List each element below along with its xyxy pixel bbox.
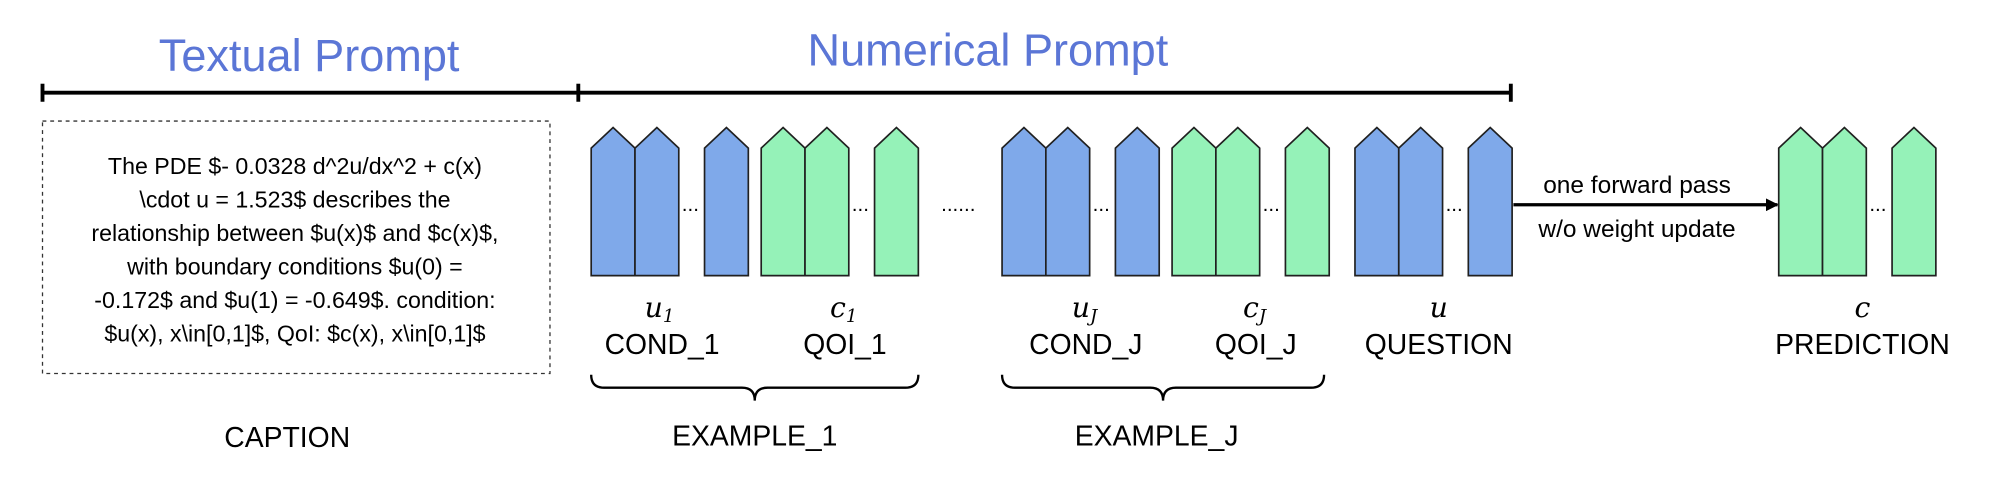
qoi-1-label: QOI_1 bbox=[803, 329, 886, 361]
forward-pass-arrow: one forward pass w/o weight update bbox=[1513, 172, 1779, 243]
qoi-token bbox=[760, 126, 806, 277]
token-ellipsis: ... bbox=[1263, 193, 1280, 216]
token-ellipsis: ... bbox=[1869, 193, 1886, 216]
cond-j-label: COND_J bbox=[1029, 329, 1142, 361]
qoi-token bbox=[1284, 126, 1331, 277]
cond-1-tokens: ... bbox=[590, 126, 750, 277]
qoi-token bbox=[1821, 126, 1868, 277]
caption-label: CAPTION bbox=[224, 422, 350, 454]
token-ellipsis: ... bbox=[1093, 193, 1110, 216]
token-ellipsis: ... bbox=[1446, 193, 1463, 216]
qoi-token bbox=[1891, 126, 1937, 277]
cond-1-label: COND_1 bbox=[605, 329, 720, 361]
qoi-token bbox=[1777, 126, 1824, 277]
caption-line: relationship between $u(x)$ and $c(x)$, bbox=[91, 220, 498, 246]
cond-token bbox=[1114, 126, 1161, 277]
qoi-token bbox=[804, 126, 850, 277]
cond-token bbox=[1397, 126, 1444, 277]
cond-token bbox=[703, 126, 750, 277]
caption-line: $u(x), x\in[0,1]$, QoI: $c(x), x\in[0,1]… bbox=[104, 320, 485, 346]
caption-box bbox=[41, 120, 551, 375]
math-u1: u1 bbox=[645, 291, 675, 327]
caption-line: \cdot u = 1.523$ describes the bbox=[139, 186, 450, 212]
textual-bracket bbox=[40, 83, 581, 102]
qoi-1-tokens: ... bbox=[760, 126, 920, 277]
cond-token bbox=[590, 126, 636, 277]
math-c1: c1 bbox=[830, 291, 857, 327]
cond-token bbox=[634, 126, 680, 277]
numerical-prompt-header: Numerical Prompt bbox=[808, 25, 1169, 76]
caption-line: with boundary conditions $u(0) = bbox=[126, 253, 463, 279]
prediction-tokens: ... bbox=[1777, 126, 1937, 277]
example-j-label: EXAMPLE_J bbox=[1075, 421, 1239, 453]
cond-token bbox=[1467, 126, 1513, 277]
math-u: u bbox=[1430, 291, 1448, 324]
qoi-j-tokens: ... bbox=[1171, 126, 1331, 277]
prediction-label: PREDICTION bbox=[1775, 329, 1950, 361]
qoi-j-label: QOI_J bbox=[1215, 329, 1297, 361]
qoi-token bbox=[1171, 126, 1217, 277]
qoi-token bbox=[1215, 126, 1261, 277]
example-1-label: EXAMPLE_1 bbox=[672, 421, 837, 453]
math-cj: cJ bbox=[1243, 291, 1268, 327]
examples-ellipsis: ...... bbox=[941, 193, 975, 216]
qoi-token bbox=[873, 126, 920, 277]
textual-prompt-header: Textual Prompt bbox=[159, 30, 460, 81]
token-ellipsis: ... bbox=[852, 193, 869, 216]
caption-line: -0.172$ and $u(1) = -0.649$. condition: bbox=[94, 287, 495, 313]
cond-token bbox=[1001, 126, 1047, 277]
example-j-brace bbox=[1000, 374, 1326, 401]
example-1-brace bbox=[590, 374, 920, 401]
math-uj: uJ bbox=[1072, 291, 1099, 327]
question-label: QUESTION bbox=[1365, 329, 1513, 361]
question-tokens: ... bbox=[1354, 126, 1513, 277]
cond-j-tokens: ... bbox=[1001, 126, 1161, 277]
numerical-bracket bbox=[578, 83, 1513, 102]
cond-token bbox=[1045, 126, 1091, 277]
arrow-label-bottom: w/o weight update bbox=[1537, 216, 1735, 243]
token-ellipsis: ... bbox=[682, 193, 699, 216]
caption-line: The PDE $- 0.0328 d^2u/dx^2 + c(x) bbox=[108, 153, 482, 179]
cond-token bbox=[1354, 126, 1400, 277]
math-c: c bbox=[1855, 291, 1871, 324]
arrow-label-top: one forward pass bbox=[1543, 172, 1731, 199]
caption-text: The PDE $- 0.0328 d^2u/dx^2 + c(x) \cdot… bbox=[91, 153, 498, 346]
